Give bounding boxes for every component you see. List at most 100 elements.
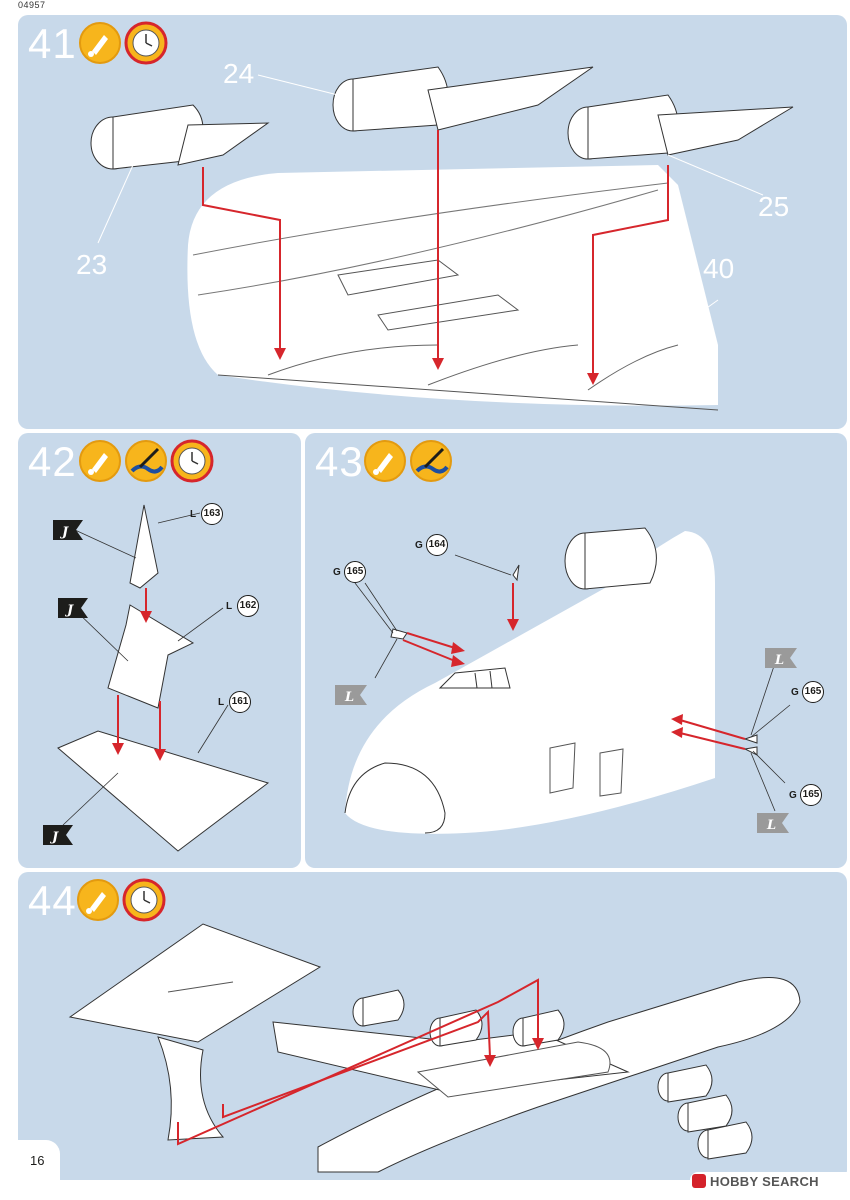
flag-grey-icon: L (757, 813, 789, 833)
step-43-icons (364, 440, 452, 482)
page-number: 16 (30, 1153, 45, 1168)
flag-letter: L (766, 818, 776, 833)
fuselage-door (599, 748, 624, 797)
document-code: 04957 (18, 0, 46, 10)
leader-line (257, 74, 339, 96)
arrow-head (532, 1038, 544, 1050)
leader-line (97, 164, 134, 244)
flag-grey-icon: L (335, 685, 367, 705)
antenna-part (512, 564, 520, 582)
wing-pylon-mount (427, 344, 579, 386)
part-number-circle: 165 (344, 561, 366, 583)
arrow-head (140, 611, 152, 623)
step-44-illustration (68, 923, 801, 1173)
step-number: 43 (315, 438, 364, 485)
part-number-circle: 161 (229, 691, 251, 713)
step-43-illustration: L L L (335, 527, 797, 834)
watermark-text: HOBBY SEARCH (710, 1174, 819, 1189)
cockpit-windows (438, 667, 511, 689)
flag-letter: L (344, 690, 354, 705)
arrow-head (451, 642, 465, 654)
arrow-head (671, 714, 683, 725)
fuselage-door (549, 742, 576, 794)
fuselage-line (192, 182, 669, 256)
part-label-24: 24 (223, 58, 255, 89)
fuselage-wing-backdrop (187, 165, 718, 406)
flag-grey-icon: L (765, 648, 797, 668)
step-42-panel: 42 (18, 433, 301, 868)
wing-trailing-edge (217, 374, 719, 411)
glue-icon (79, 22, 121, 64)
sprue-letter: L (226, 601, 233, 612)
step-44-panel: 44 (18, 872, 847, 1180)
paint-icon (410, 440, 452, 482)
step-42-illustration: J J J (43, 504, 270, 852)
flag-letter: J (49, 830, 59, 845)
assembly-arrow (592, 165, 669, 375)
tail-fin-part (129, 504, 159, 589)
glue-icon (364, 440, 406, 482)
part-number-circle: 163 (201, 503, 223, 525)
sprue-letter: L (218, 697, 225, 708)
sprue-letter: G (415, 540, 423, 551)
arrow-head (587, 373, 599, 385)
part-number-circle: 165 (800, 784, 822, 806)
step-43-panel: 43 (305, 433, 847, 868)
sprue-letter: G (333, 567, 341, 578)
engine-pylon-slot (337, 259, 460, 296)
arrow-head (671, 727, 683, 738)
engine-23 (90, 104, 270, 170)
glue-icon (77, 879, 119, 921)
leader-line (647, 299, 719, 351)
step-42-icons (79, 439, 214, 483)
watermark-box (690, 1172, 850, 1192)
antenna-part (743, 734, 758, 744)
antenna-part (390, 628, 408, 640)
arrow-head (432, 358, 444, 370)
drying-time-icon (170, 439, 214, 483)
part-number-circle: 162 (237, 595, 259, 617)
assembly-arrow (222, 1009, 491, 1119)
sprue-letter: G (789, 790, 797, 801)
glue-icon (79, 440, 121, 482)
upper-engine (564, 527, 657, 590)
arrow-head (112, 743, 124, 755)
step-41-panel: 41 (18, 15, 847, 429)
engine-pylon-slot (377, 294, 520, 331)
step-41-illustration (90, 66, 794, 411)
wing-pylon-mount (587, 344, 679, 391)
stabilizer-part (57, 730, 270, 852)
step-44-icons (77, 878, 166, 922)
leader-line (667, 154, 764, 196)
paint-icon (125, 440, 167, 482)
flag-letter: J (59, 525, 69, 540)
assembly-arrow (202, 167, 281, 350)
part-label-40: 40 (703, 253, 735, 284)
step-number: 41 (28, 20, 77, 67)
page-number-tab (0, 1140, 60, 1185)
part-label-25: 25 (758, 191, 790, 222)
engine-group (352, 989, 753, 1160)
flag-black-icon: J (53, 520, 83, 540)
wing-pylon-mount (267, 344, 439, 376)
antenna-part (743, 746, 758, 756)
arrow-head (484, 1055, 496, 1067)
tail-mount-part (107, 604, 195, 709)
part-label-23: 23 (76, 249, 108, 280)
sprue-letter: L (190, 509, 197, 520)
step-number: 42 (28, 438, 77, 485)
flag-black-icon: J (58, 598, 88, 618)
flag-letter: L (774, 653, 784, 668)
tail-assembly (68, 923, 322, 1141)
part-number-circle: 165 (802, 681, 824, 703)
arrow-head (451, 655, 465, 667)
aircraft-nose (344, 531, 715, 834)
part-number-circle: 164 (426, 534, 448, 556)
arrow-head (274, 348, 286, 360)
step-number: 44 (28, 877, 77, 924)
drying-time-icon (124, 21, 168, 65)
watermark-logo-icon (692, 1174, 706, 1188)
step-41-icons (79, 21, 168, 65)
engine-24 (332, 66, 594, 132)
arrow-head (154, 749, 166, 761)
